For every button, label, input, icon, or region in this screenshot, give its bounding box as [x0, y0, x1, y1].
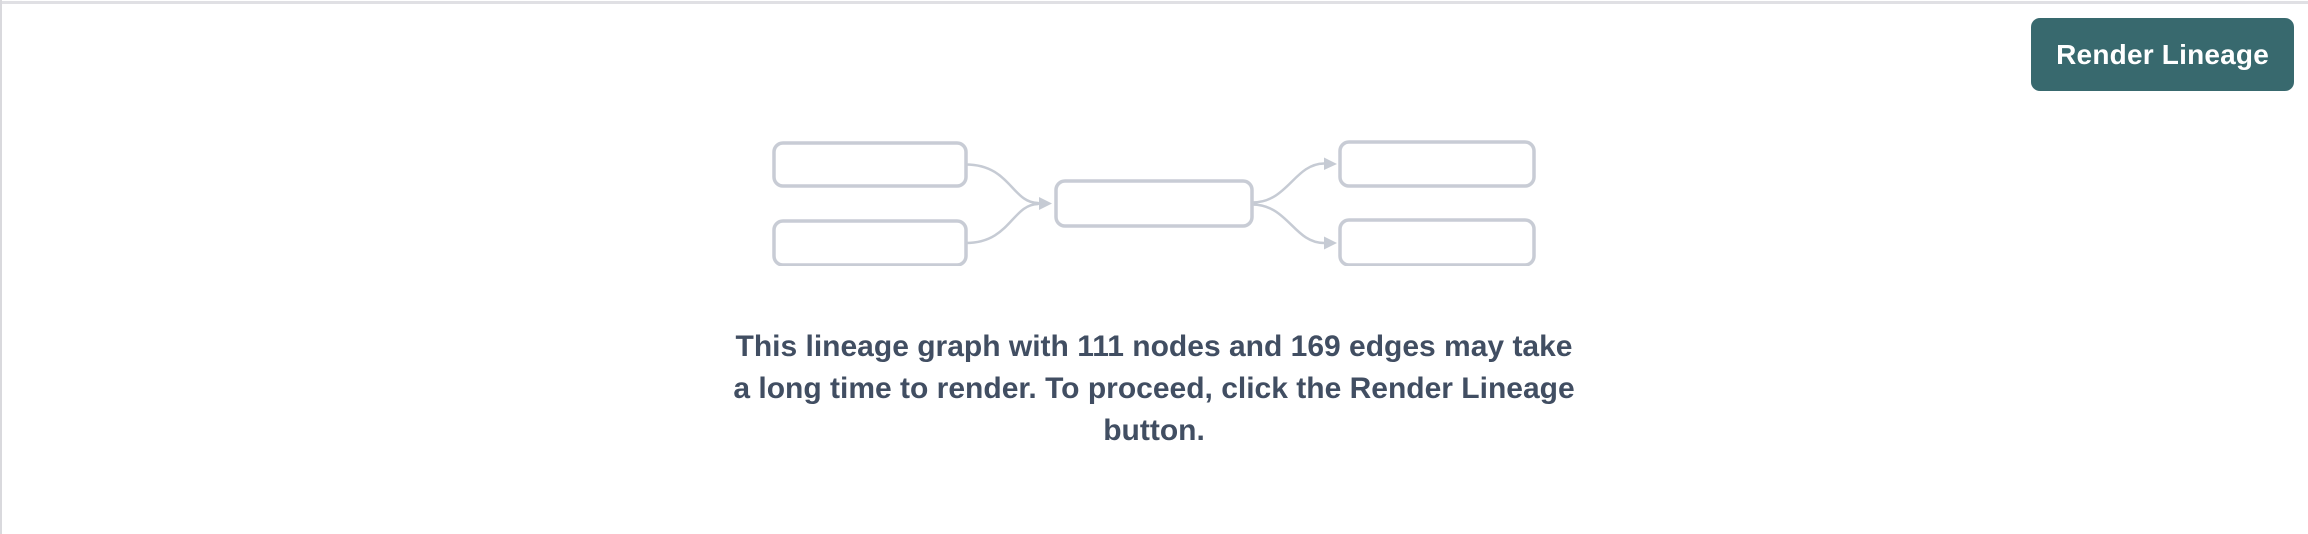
graph-node-center	[1054, 179, 1254, 228]
graph-node-right-top	[1338, 140, 1536, 188]
lineage-graph-icon	[772, 140, 1536, 266]
top-panel-divider	[2, 1, 2308, 4]
render-warning-message: This lineage graph with 111 nodes and 16…	[554, 326, 1754, 452]
render-lineage-button[interactable]: Render Lineage	[2031, 18, 2294, 91]
message-line: button.	[1103, 414, 1205, 447]
graph-edge	[964, 202, 1040, 245]
arrowhead-icon	[1324, 236, 1337, 250]
arrowhead-icon	[1324, 157, 1337, 170]
graph-edge	[964, 163, 1040, 205]
graph-node-right-bottom	[1338, 218, 1536, 266]
graph-edge	[1250, 162, 1326, 204]
left-panel-divider	[0, 0, 2, 534]
message-line: This lineage graph with 111 nodes and 16…	[735, 330, 1573, 363]
graph-edge	[1250, 203, 1326, 245]
message-line: a long time to render. To proceed, click…	[733, 372, 1575, 405]
graph-node-left-bottom	[772, 219, 968, 266]
graph-node-left-top	[772, 141, 968, 188]
arrowhead-icon	[1039, 197, 1052, 210]
